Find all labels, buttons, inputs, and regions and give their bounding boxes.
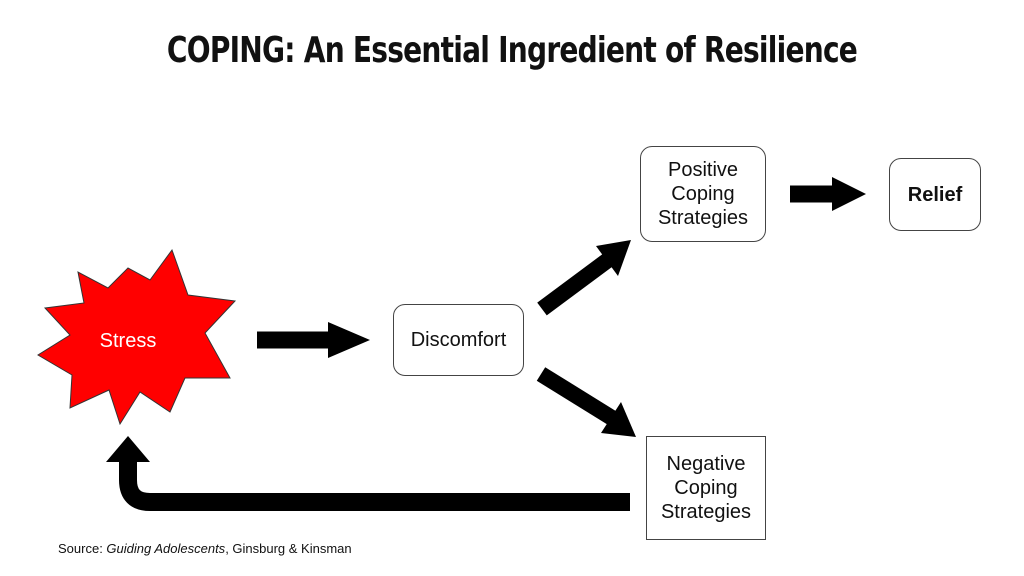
discomfort-label: Discomfort bbox=[410, 329, 507, 351]
discomfort-node: Discomfort bbox=[393, 304, 524, 376]
arrow-stress-to-discomfort bbox=[257, 322, 370, 358]
arrow-negative-to-stress bbox=[106, 436, 630, 511]
relief-node: Relief bbox=[889, 158, 981, 231]
relief-label: Relief bbox=[907, 183, 963, 206]
source-citation: Source: Guiding Adolescents, Ginsburg & … bbox=[58, 541, 352, 556]
stress-node: Stress bbox=[99, 330, 157, 352]
negative-coping-node: Negative Coping Strategies bbox=[646, 436, 766, 540]
source-authors: , Ginsburg & Kinsman bbox=[225, 541, 352, 556]
arrow-discomfort-to-negative bbox=[536, 367, 636, 437]
arrow-discomfort-to-positive bbox=[537, 240, 631, 316]
positive-coping-node: Positive Coping Strategies bbox=[640, 146, 766, 242]
slide-title: COPING: An Essential Ingredient of Resil… bbox=[166, 30, 858, 71]
stress-starburst bbox=[37, 248, 237, 426]
source-work-title: Guiding Adolescents bbox=[106, 541, 226, 556]
source-prefix: Source: bbox=[58, 541, 107, 556]
negative-coping-label: Negative Coping Strategies bbox=[660, 453, 752, 523]
arrow-positive-to-relief bbox=[790, 177, 866, 211]
positive-coping-label: Positive Coping Strategies bbox=[657, 159, 749, 229]
